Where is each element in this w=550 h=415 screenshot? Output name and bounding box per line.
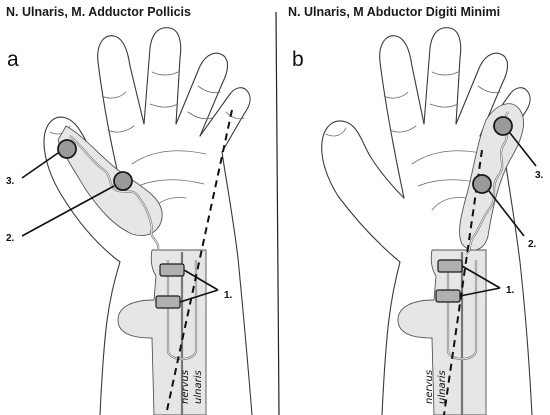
panel-divider bbox=[275, 11, 280, 415]
leader-a-1b bbox=[179, 289, 219, 303]
panel-b: N. Ulnaris, M Abductor Digiti Minimi b bbox=[288, 5, 544, 415]
electrode-b-proximal bbox=[437, 259, 463, 273]
leader-a-2 bbox=[21, 185, 115, 237]
leader-b-1b bbox=[459, 287, 501, 297]
stim-point-a-3 bbox=[57, 139, 77, 159]
electrode-band-a bbox=[117, 249, 207, 415]
electrode-band-a-thumb bbox=[57, 125, 163, 251]
leader-b-3 bbox=[509, 132, 537, 167]
nerve-label-a-line1: nervus bbox=[180, 370, 191, 404]
hand-a-outline bbox=[43, 27, 253, 415]
label-b-1: 1. bbox=[506, 285, 515, 296]
stim-point-a-2 bbox=[113, 171, 133, 191]
label-a-2: 2. bbox=[6, 233, 15, 244]
electrode-band-b-finger bbox=[459, 103, 524, 255]
nerve-label-b-line2: ulnaris bbox=[437, 370, 448, 404]
leader-b-2 bbox=[488, 190, 525, 237]
hand-b-outline bbox=[321, 27, 533, 415]
panel-a: N. Ulnaris, M. Adductor Pollicis a bbox=[6, 5, 253, 415]
nerve-label-a-line2: ulnaris bbox=[193, 370, 204, 404]
leader-a-3 bbox=[21, 152, 59, 179]
nerve-path-a bbox=[165, 109, 233, 415]
label-b-2: 2. bbox=[528, 239, 537, 250]
electrode-b-distal bbox=[435, 289, 461, 303]
panel-a-title: N. Ulnaris, M. Adductor Pollicis bbox=[6, 5, 191, 19]
electrode-a-proximal bbox=[159, 263, 185, 277]
label-b-3: 3. bbox=[535, 170, 544, 181]
nerve-path-b bbox=[443, 149, 483, 415]
leader-b-1a bbox=[461, 265, 501, 289]
panel-b-letter: b bbox=[292, 48, 304, 71]
panel-a-letter: a bbox=[7, 48, 19, 71]
label-a-1: 1. bbox=[224, 290, 233, 301]
label-a-3: 3. bbox=[6, 176, 15, 187]
stim-point-b-3 bbox=[493, 116, 513, 136]
electrode-band-b bbox=[397, 249, 487, 415]
electrode-a-distal bbox=[155, 295, 181, 309]
nerve-label-b-line1: nervus bbox=[424, 370, 435, 404]
stim-point-b-2 bbox=[472, 174, 492, 194]
panel-b-title: N. Ulnaris, M Abductor Digiti Minimi bbox=[288, 5, 500, 19]
leader-a-1a bbox=[183, 269, 219, 291]
